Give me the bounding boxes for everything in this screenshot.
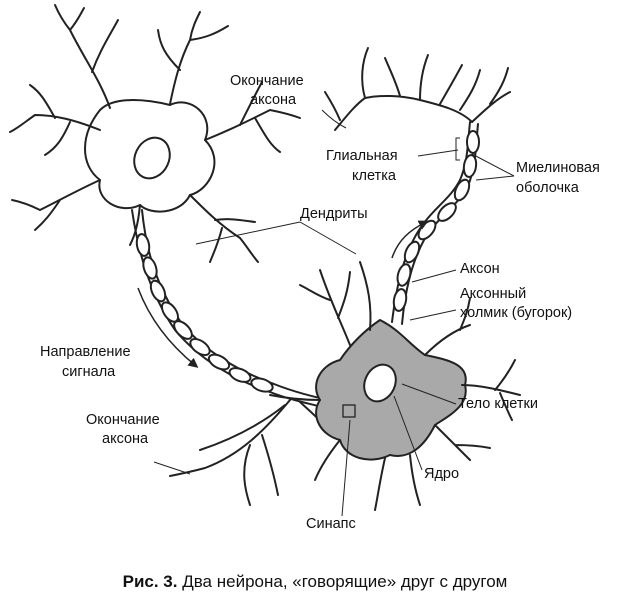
neuron-1-myelin <box>135 233 274 393</box>
neuron-1 <box>9 4 341 506</box>
caption-text: Два нейрона, «говорящие» друг с другом <box>177 572 508 591</box>
signal-arrow-lower <box>137 287 199 368</box>
neuron-2-dendrites <box>269 261 521 511</box>
neuron-1-axon-terminals <box>169 399 341 506</box>
label-myelin-sheath-2: оболочка <box>516 180 580 196</box>
label-axon: Аксон <box>460 261 500 277</box>
label-synapse: Синапс <box>306 516 356 532</box>
label-dendrites: Дендриты <box>300 206 368 222</box>
label-glial-cell-1: Глиальная <box>326 148 398 164</box>
signal-arrow-upper <box>391 220 429 259</box>
label-axon-terminal-top-1: Окончание <box>230 73 304 89</box>
label-signal-direction-1: Направление <box>40 344 131 360</box>
neuron-2-axon-terminals <box>324 47 511 131</box>
figure-caption: Рис. 3. Два нейрона, «говорящие» друг с … <box>0 572 630 592</box>
neuron-1-nucleus <box>133 136 171 180</box>
neuron-2-nucleus <box>363 363 397 403</box>
label-axon-hillock-1: Аксонный <box>460 286 526 302</box>
caption-prefix: Рис. 3. <box>122 572 178 591</box>
label-myelin-sheath-1: Миелиновая <box>516 160 600 176</box>
neuron-2 <box>269 47 521 511</box>
label-axon-terminal-bottom-2: аксона <box>102 431 149 447</box>
label-axon-terminal-top-2: аксона <box>250 92 297 108</box>
label-axon-terminal-bottom-1: Окончание <box>86 412 160 428</box>
synapse-marker <box>342 404 356 418</box>
label-signal-direction-2: сигнала <box>62 364 116 380</box>
label-axon-hillock-2: холмик (бугорок) <box>460 305 572 321</box>
neuron-2-myelin <box>392 130 480 312</box>
label-cell-body: Тело клетки <box>458 396 538 412</box>
label-glial-cell-2: клетка <box>352 168 397 184</box>
neuron-1-dendrites <box>9 4 301 263</box>
label-nucleus: Ядро <box>424 466 459 482</box>
leader-lines <box>153 109 515 517</box>
neuron-1-cell-body <box>84 99 216 213</box>
